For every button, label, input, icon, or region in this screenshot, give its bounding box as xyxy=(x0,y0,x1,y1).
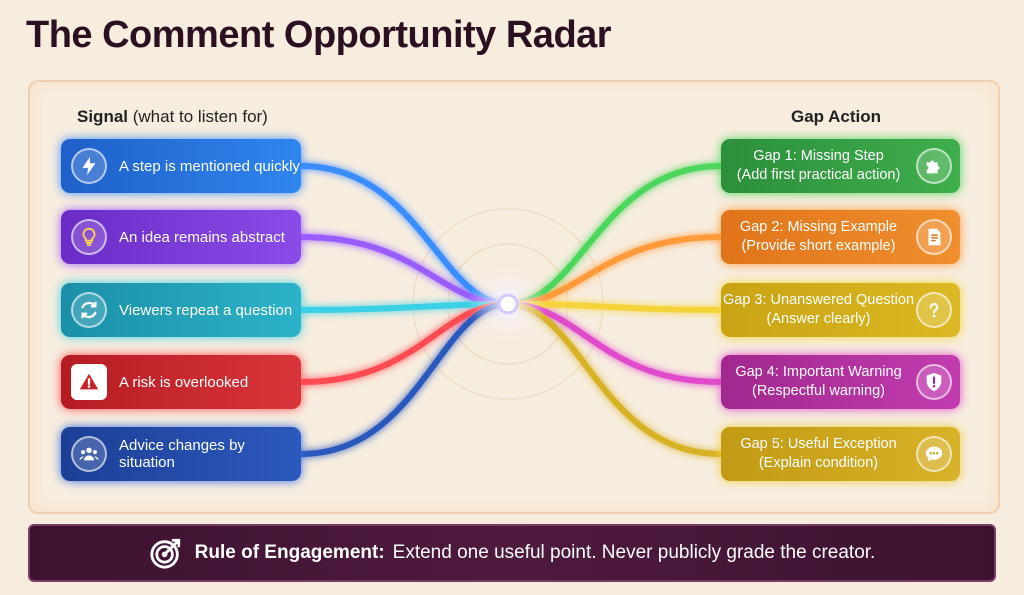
puzzle-icon xyxy=(916,148,952,184)
gap-action-detail: (Answer clearly) xyxy=(766,311,871,327)
signal-label: A step is mentioned quickly xyxy=(119,157,300,175)
lightning-icon xyxy=(71,148,107,184)
signal-card-4[interactable]: A risk is overlooked xyxy=(61,355,301,409)
signal-label: A risk is overlooked xyxy=(119,373,249,391)
gap-action-title: Gap 2: Missing Example xyxy=(739,219,898,235)
gap-action-text: Gap 1: Missing Step (Add first practical … xyxy=(721,147,916,185)
question-icon xyxy=(916,292,952,328)
rule-of-engagement-banner: Rule of Engagement: Extend one useful po… xyxy=(28,524,996,582)
signal-label: Advice changes by situation xyxy=(119,437,245,471)
radar-frame xyxy=(28,80,1000,514)
gap-action-text: Gap 5: Useful Exception (Explain conditio… xyxy=(721,435,916,473)
chat-bubble-icon xyxy=(916,436,952,472)
signal-header-rest: (what to listen for) xyxy=(128,107,268,126)
people-icon xyxy=(71,436,107,472)
gap-action-detail: (Respectful warning) xyxy=(752,383,885,399)
page-title: The Comment Opportunity Radar xyxy=(26,14,612,56)
gap-action-title: Gap 4: Important Warning xyxy=(735,364,902,380)
signal-card-5[interactable]: Advice changes by situation xyxy=(61,427,301,481)
signal-card-3[interactable]: Viewers repeat a question xyxy=(61,283,301,337)
radar-hub xyxy=(497,293,519,315)
warning-icon xyxy=(71,364,107,400)
gap-action-title: Gap 1: Missing Step xyxy=(753,148,884,164)
gap-action-title: Gap 5: Useful Exception xyxy=(740,436,897,452)
signal-column-header: Signal (what to listen for) xyxy=(77,107,268,127)
gap-action-text: Gap 4: Important Warning (Respectful warn… xyxy=(721,363,916,401)
signal-label: An idea remains abstract xyxy=(119,228,285,246)
gap-action-card-4[interactable]: Gap 4: Important Warning (Respectful warn… xyxy=(721,355,960,409)
rule-text: Extend one useful point. Never publicly … xyxy=(392,542,876,563)
gap-action-column-header: Gap Action xyxy=(791,107,882,126)
gap-action-detail: (Provide short example) xyxy=(741,238,896,254)
document-icon xyxy=(916,219,952,255)
gap-action-title: Gap 3: Unanswered Question xyxy=(722,292,915,308)
signal-label: Viewers repeat a question xyxy=(119,301,293,319)
lightbulb-icon xyxy=(71,219,107,255)
gap-action-card-2[interactable]: Gap 2: Missing Example (Provide short exa… xyxy=(721,210,960,264)
target-icon xyxy=(150,538,180,569)
signal-header-bold: Signal xyxy=(77,107,129,126)
refresh-icon xyxy=(71,292,107,328)
gap-action-card-5[interactable]: Gap 5: Useful Exception (Explain conditio… xyxy=(721,427,960,481)
gap-action-text: Gap 3: Unanswered Question (Answer clearl… xyxy=(721,291,916,329)
gap-action-detail: (Explain condition) xyxy=(758,455,879,471)
signal-card-2[interactable]: An idea remains abstract xyxy=(61,210,301,264)
shield-icon xyxy=(916,364,952,400)
gap-action-card-3[interactable]: Gap 3: Unanswered Question (Answer clearl… xyxy=(721,283,960,337)
rule-label: Rule of Engagement: xyxy=(194,542,385,563)
gap-action-detail: (Add first practical action) xyxy=(736,167,901,183)
gap-action-card-1[interactable]: Gap 1: Missing Step (Add first practical … xyxy=(721,139,960,193)
signal-card-1[interactable]: A step is mentioned quickly xyxy=(61,139,301,193)
gap-action-text: Gap 2: Missing Example (Provide short exa… xyxy=(721,218,916,256)
